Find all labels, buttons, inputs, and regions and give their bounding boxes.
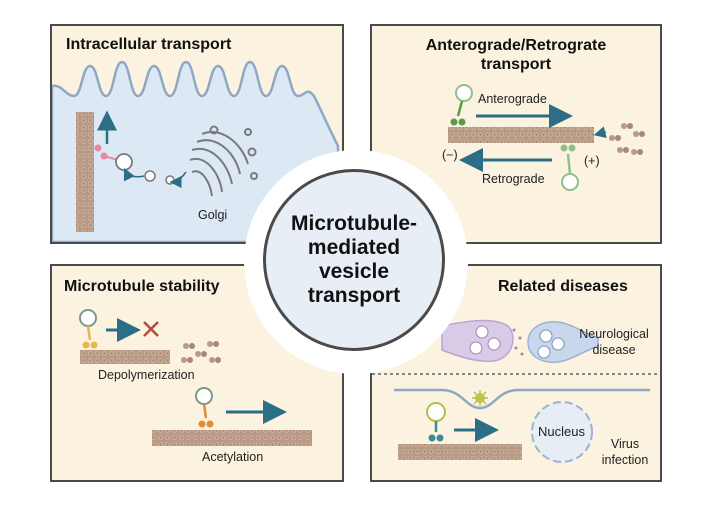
virus-infection-line2: infection: [601, 453, 649, 467]
virus-icon: [472, 390, 488, 406]
vesicle-icon: [165, 175, 175, 185]
tubulin-dimer-icon: [181, 341, 221, 363]
stability-illustration: [79, 309, 312, 446]
neurological-disease-line1: Neurological: [579, 327, 649, 341]
diseases-illustration: [372, 319, 660, 463]
microtubule-icon: [152, 430, 312, 446]
panel-title: Intracellular transport: [66, 36, 232, 53]
microtubule-icon: [398, 444, 522, 460]
acetylation-label: Acetylation: [202, 450, 264, 464]
center-title: Microtubule- mediated vesicle transport: [291, 212, 417, 307]
kinesin-icon: [195, 387, 214, 428]
microtubule-icon: [80, 350, 170, 364]
virus-infection-line1: Virus: [610, 437, 640, 451]
panel-title: Anterograde/Retrograte transport: [372, 36, 660, 74]
kinesin-icon: [426, 402, 446, 442]
cross-icon: [143, 321, 159, 337]
nucleus-label: Nucleus: [538, 424, 585, 439]
neurological-disease-line2: disease: [592, 343, 636, 357]
nucleus-icon: [531, 401, 593, 463]
dynein-icon: [560, 144, 579, 191]
antero-retro-illustration: [448, 84, 645, 191]
panel-title-line2: transport: [480, 56, 552, 73]
microtubule-icon: [448, 127, 594, 143]
anterograde-label: Anterograde: [478, 92, 547, 106]
neuron-synapse-icon: [441, 319, 599, 364]
kinesin-icon: [79, 309, 98, 349]
kinesin-icon: [450, 84, 473, 126]
virus-infection-label: Virus infection: [594, 436, 656, 468]
microtubule-icon: [76, 112, 94, 232]
golgi-label: Golgi: [198, 208, 228, 222]
panel-title: Microtubule stability: [64, 278, 220, 295]
neurological-disease-label: Neurological disease: [572, 326, 656, 358]
vesicle-icon: [115, 153, 133, 171]
cell-membrane-icon: [394, 388, 650, 410]
depolymerization-label: Depolymerization: [98, 368, 195, 382]
vesicle-icon: [144, 170, 156, 182]
tubulin-dimer-icon: [609, 123, 645, 155]
retrograde-label: Retrograde: [482, 172, 545, 186]
minus-end-label: (−): [442, 148, 458, 162]
center-circle: Microtubule- mediated vesicle transport: [263, 169, 445, 351]
golgi-icon: [189, 125, 258, 197]
panel-microtubule-stability: Microtubule stability Depolymerization A…: [50, 264, 344, 482]
panel-title: Related diseases: [498, 278, 628, 295]
panel-title-line1: Anterograde/Retrograte: [425, 37, 607, 54]
plus-end-label: (+): [584, 154, 600, 168]
